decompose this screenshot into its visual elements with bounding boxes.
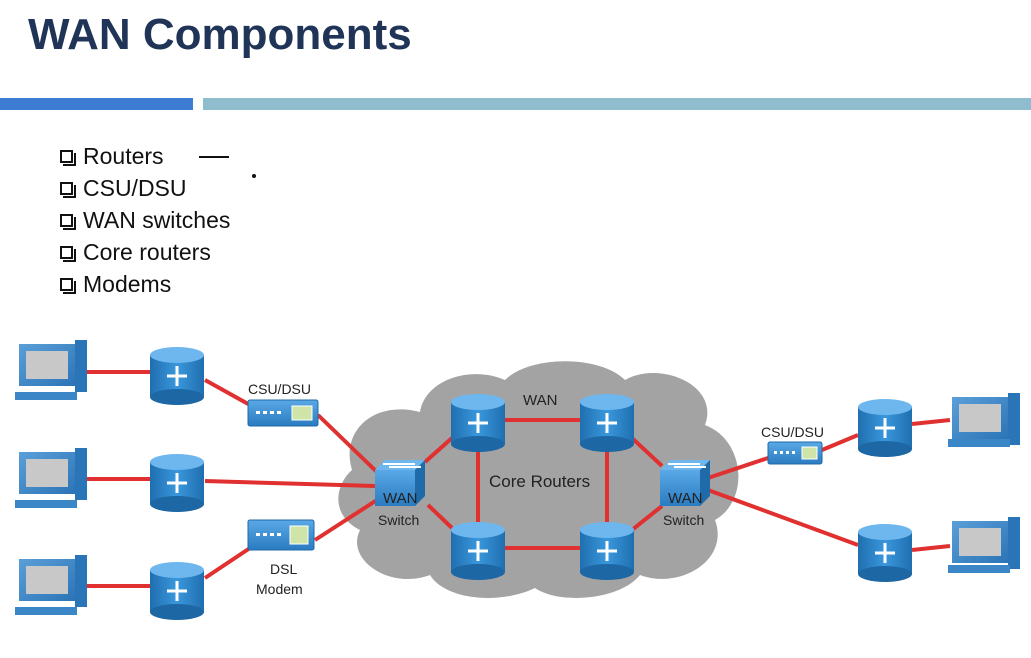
- bullet-label: Core routers: [83, 239, 211, 265]
- computer-icon: [15, 340, 87, 400]
- wan-switch-label-right: WAN: [668, 490, 702, 507]
- checkbox-icon: [60, 149, 76, 166]
- bullet-item: CSU/DSU: [60, 172, 230, 204]
- bullet-item: Routers: [60, 140, 230, 172]
- link-line: [204, 378, 251, 407]
- checkbox-icon: [60, 245, 76, 262]
- router-icon: [858, 524, 912, 582]
- core-router-icon: [451, 394, 505, 452]
- page-title: WAN Components: [28, 10, 412, 59]
- csu-dsu-label-right: CSU/DSU: [761, 424, 824, 440]
- link-line: [316, 413, 382, 477]
- bullet-label: Routers: [83, 143, 164, 169]
- checkbox-icon: [60, 181, 76, 198]
- link-line: [313, 496, 382, 542]
- link-line: [911, 418, 951, 426]
- link-line: [423, 436, 454, 464]
- switch-label-right: Switch: [663, 512, 704, 528]
- dsl-modem-icon: [247, 519, 315, 551]
- router-icon: [150, 562, 204, 620]
- wan-switch-icon: [375, 460, 425, 506]
- title-underline-accent: [0, 98, 193, 110]
- link-line: [707, 456, 769, 480]
- bullet-label: Modems: [83, 271, 172, 297]
- csu-dsu-icon: [247, 399, 319, 427]
- switch-label-left: Switch: [378, 512, 419, 528]
- wan-switch-label-left: WAN: [383, 490, 417, 507]
- wan-switch-icon: [660, 460, 710, 506]
- link-line: [204, 479, 376, 488]
- annotation-dot: [252, 174, 256, 178]
- checkbox-icon: [60, 213, 76, 230]
- csu-dsu-icon: [767, 441, 823, 465]
- computer-icon: [15, 555, 87, 615]
- link-line: [203, 546, 252, 580]
- annotation-dash: [199, 156, 229, 158]
- bullet-label: CSU/DSU: [83, 175, 187, 201]
- link-line: [630, 436, 664, 468]
- link-line: [630, 504, 664, 532]
- bullet-item: WAN switches: [60, 204, 230, 236]
- core-router-icon: [580, 394, 634, 452]
- router-icon: [150, 347, 204, 405]
- computer-icon: [948, 517, 1020, 573]
- link-line: [426, 503, 454, 530]
- router-icon: [150, 454, 204, 512]
- link-line: [821, 433, 859, 452]
- bullet-item: Modems: [60, 268, 230, 300]
- bullet-label: WAN switches: [83, 207, 231, 233]
- title-underline: [203, 98, 1031, 110]
- links: [80, 370, 951, 588]
- bullet-item: Core routers: [60, 236, 230, 268]
- csu-dsu-label-left: CSU/DSU: [248, 381, 311, 397]
- dsl-label: DSL: [270, 561, 297, 577]
- computer-icon: [948, 393, 1020, 447]
- bullet-list: Routers CSU/DSU WAN switches Core router…: [60, 140, 230, 300]
- core-router-icon: [451, 522, 505, 580]
- link-line: [707, 488, 859, 547]
- core-router-icon: [580, 522, 634, 580]
- router-icon: [858, 399, 912, 457]
- modem-label: Modem: [256, 581, 303, 597]
- wan-cloud-label: WAN: [523, 392, 557, 409]
- core-routers-label: Core Routers: [489, 472, 590, 491]
- checkbox-icon: [60, 277, 76, 294]
- wan-cloud: [338, 361, 739, 598]
- computer-icon: [15, 448, 87, 508]
- link-line: [911, 544, 951, 552]
